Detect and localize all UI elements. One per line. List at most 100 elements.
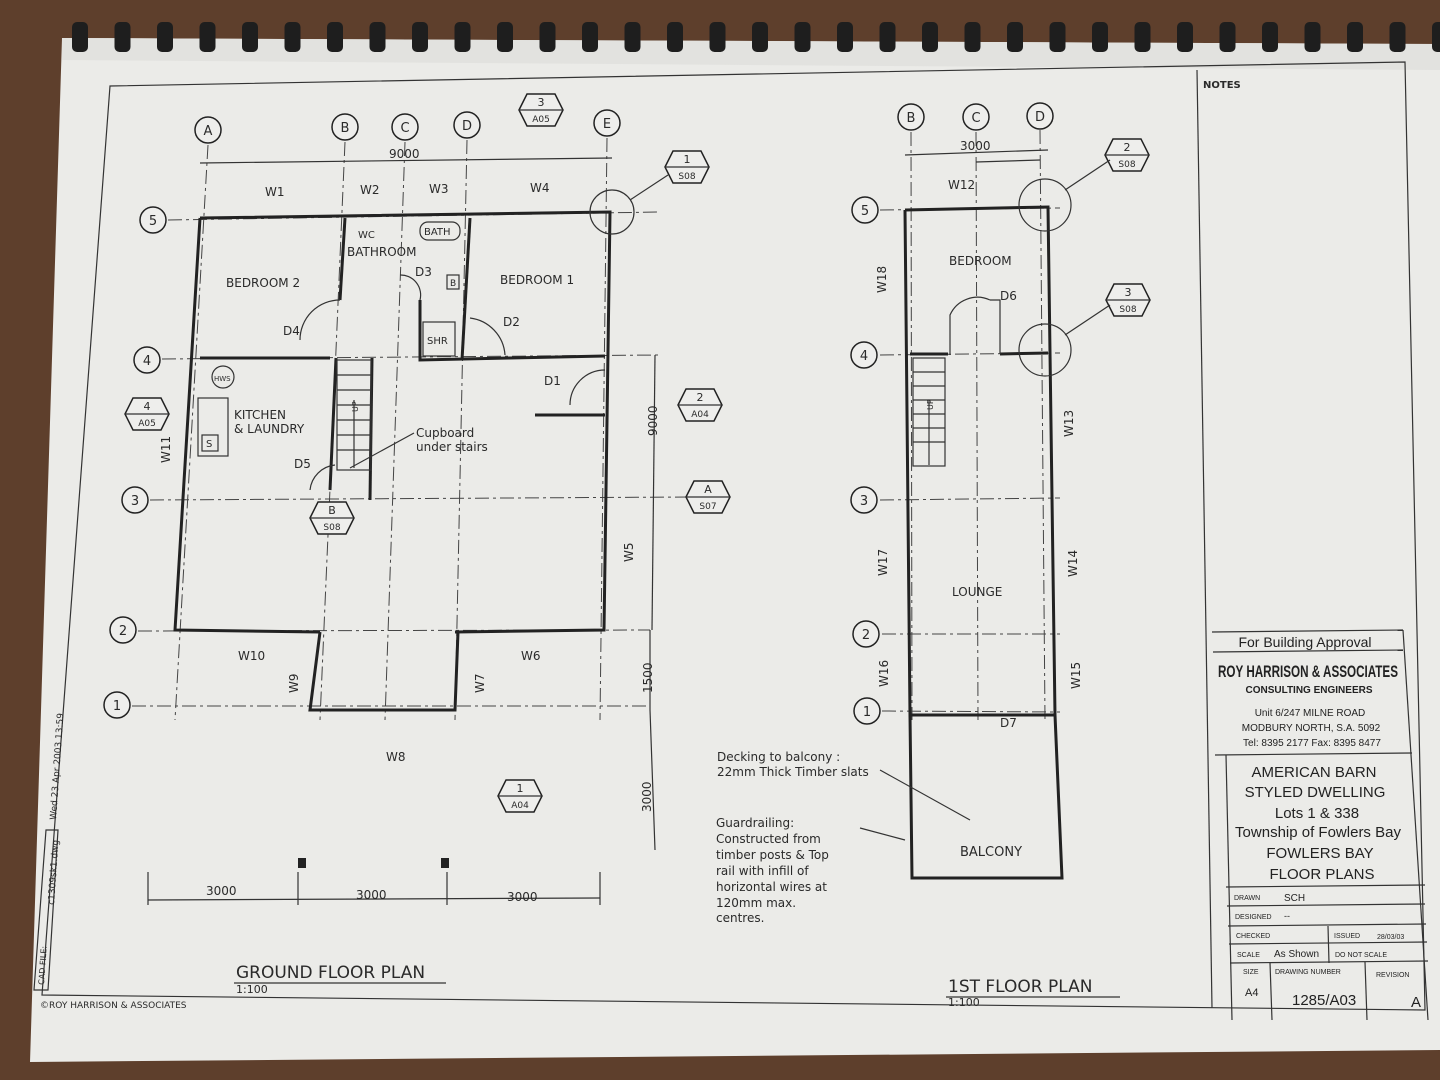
binding-ring <box>1304 22 1321 52</box>
issued-label: ISSUED <box>1334 933 1360 940</box>
window-label: W10 <box>238 649 265 663</box>
project-line: STYLED DWELLING <box>1245 784 1386 801</box>
callout-label: S08 <box>1119 305 1136 315</box>
window-label: W2 <box>360 183 380 197</box>
drawing-title: FLOOR PLANS <box>1269 866 1374 883</box>
window-label: W3 <box>429 182 449 196</box>
callout-label: A <box>704 483 712 496</box>
revision-label: REVISION <box>1376 972 1409 979</box>
window-label: W4 <box>530 181 550 195</box>
callout-label: 3 <box>538 96 545 109</box>
drawn-value: SCH <box>1284 893 1305 904</box>
grid-label: B <box>341 121 350 136</box>
first-labels: BEDROOM LOUNGE BALCONY UP D6 D7 W12 W13 … <box>716 139 1120 1009</box>
room-balcony: BALCONY <box>960 845 1022 860</box>
b-label: B <box>450 279 456 289</box>
size-label: SIZE <box>1243 969 1259 976</box>
scale-label: SCALE <box>1237 952 1260 959</box>
callout-label: 2 <box>1124 141 1131 154</box>
grid-label: C <box>400 121 409 136</box>
binding-ring <box>1347 22 1363 52</box>
window-label: W5 <box>622 543 636 563</box>
grid-label: D <box>462 119 472 134</box>
first-floor-plan <box>589 129 1111 880</box>
window-label: W14 <box>1066 550 1080 577</box>
scale-value: As Shown <box>1274 949 1319 960</box>
binding-ring <box>667 22 683 52</box>
dim-3000: 3000 <box>206 884 237 898</box>
callout-label: A05 <box>138 419 156 429</box>
ground-labels: BEDROOM 2 BATHROOM WC BATH BEDROOM 1 KIT… <box>159 147 660 996</box>
room-bedroom-1: BEDROOM 1 <box>500 273 574 287</box>
firm-name: ROY HARRISON & ASSOCIATES <box>1218 662 1398 681</box>
callout-label: 3 <box>1125 286 1132 299</box>
grid-label: 5 <box>861 204 869 219</box>
bath-label: BATH <box>424 227 451 238</box>
stairs-up-label: UP <box>926 399 935 410</box>
door-label: D5 <box>294 457 311 471</box>
window-label: W15 <box>1069 662 1083 689</box>
callout-label: A04 <box>691 410 709 420</box>
window-label: W7 <box>473 674 487 694</box>
binding-ring <box>837 22 853 52</box>
binding-ring <box>72 22 88 52</box>
grid-label: D <box>1035 110 1045 125</box>
window-label: W17 <box>876 549 890 576</box>
grid-label: 4 <box>143 354 151 369</box>
designed-value: -- <box>1284 911 1290 921</box>
binding-ring <box>624 22 641 52</box>
room-lounge: LOUNGE <box>952 585 1002 599</box>
grid-label: 3 <box>860 494 868 509</box>
grid-label: 4 <box>860 349 868 364</box>
grid-label: B <box>907 111 916 126</box>
issued-value: 28/03/03 <box>1377 934 1404 941</box>
do-not-scale: DO NOT SCALE <box>1335 952 1387 959</box>
grid-label: E <box>603 117 611 132</box>
binding-ring <box>1432 22 1440 52</box>
dim-3000: 3000 <box>960 139 991 153</box>
grid-label: 5 <box>149 214 157 229</box>
binding-ring <box>369 22 386 52</box>
note-cupboard: Cupboard <box>416 426 474 440</box>
shr-label: SHR <box>427 336 448 347</box>
hws-label: HWS <box>214 375 231 383</box>
binding-ring <box>412 22 428 52</box>
drawing-number: 1285/A03 <box>1292 992 1356 1009</box>
dim-3000: 3000 <box>356 888 387 902</box>
binding-ring <box>199 22 216 52</box>
binding-ring <box>242 22 258 52</box>
note-guardrail: timber posts & Top <box>716 848 829 862</box>
dim-3000: 3000 <box>507 890 538 904</box>
binding-ring <box>1219 22 1236 52</box>
paper-sheet <box>30 38 1440 1062</box>
binding-ring <box>1389 22 1406 52</box>
grid-label: 2 <box>119 624 127 639</box>
binding-ring <box>114 22 131 52</box>
grid-label: A <box>204 124 213 139</box>
binding-ring <box>327 22 343 52</box>
dim-3000: 3000 <box>640 781 654 812</box>
callout-label: 2 <box>697 391 704 404</box>
binding-ring <box>284 22 301 52</box>
binding-ring <box>879 22 896 52</box>
callout-label: 1 <box>684 153 691 166</box>
project-line: Lots 1 & 338 <box>1275 805 1359 822</box>
callout-label: S08 <box>678 172 695 182</box>
title-block: For Building Approval ROY HARRISON & ASS… <box>1211 629 1429 1021</box>
door-label: D4 <box>283 324 300 338</box>
dim-1500: 1500 <box>641 662 655 693</box>
callout-label: A04 <box>511 801 529 811</box>
wc-label: WC <box>358 230 375 241</box>
binding-ring <box>964 22 981 52</box>
binding-ring <box>1049 22 1066 52</box>
revision-value: A <box>1411 994 1421 1011</box>
binding-ring <box>709 22 726 52</box>
note-cupboard: under stairs <box>416 440 488 454</box>
